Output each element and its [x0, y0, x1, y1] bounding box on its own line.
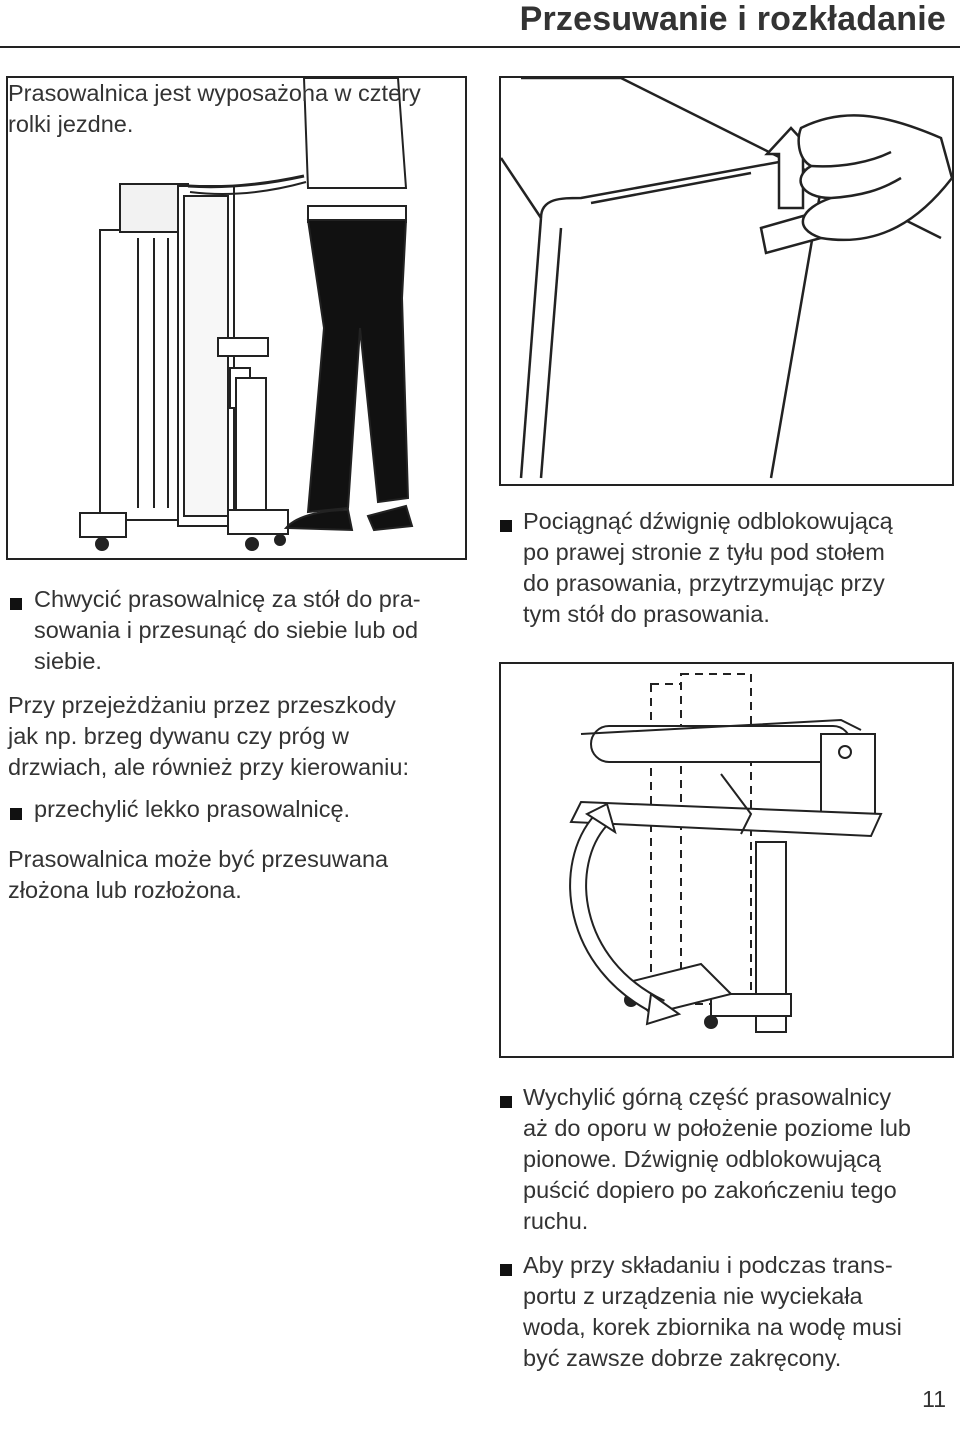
obstacles-text: Przy przejeżdżaniu przez przeszkody jak …	[8, 692, 409, 780]
header-divider	[0, 46, 960, 48]
step-move-ironer: Chwycić prasowalnicę za stół do pra- sow…	[34, 586, 421, 674]
figure-tilt-ironer	[499, 662, 954, 1058]
intro-text: Prasowalnica jest wyposażona w cztery ro…	[8, 80, 421, 137]
figure-moving-ironer	[6, 76, 467, 560]
illustration-person-moving-ironer	[79, 78, 414, 551]
step-tilt-slightly: przechylić lekko prasowalnicę.	[34, 796, 351, 822]
step-pull-lever: Pociągnąć dźwignię odblokowującą po praw…	[523, 508, 893, 627]
illustration-release-lever	[501, 78, 952, 479]
bullet-square	[10, 598, 22, 610]
bullet-square	[500, 1264, 512, 1276]
note-text: Prasowalnica może być przesuwana złożona…	[8, 846, 389, 903]
illustration-tilt-ironer	[569, 673, 883, 1033]
page-number: 11	[922, 1386, 946, 1412]
bullet-square	[500, 1096, 512, 1108]
figure-release-lever	[499, 76, 954, 486]
bullet-square	[500, 520, 512, 532]
step-tilt-upper-part: Wychylić górną część prasowalnicy aż do …	[523, 1084, 912, 1234]
page-title: Przesuwanie i rozkładanie	[519, 0, 946, 38]
bullet-square	[10, 808, 22, 820]
step-tank-cap: Aby przy składaniu i podczas trans- port…	[523, 1252, 902, 1371]
